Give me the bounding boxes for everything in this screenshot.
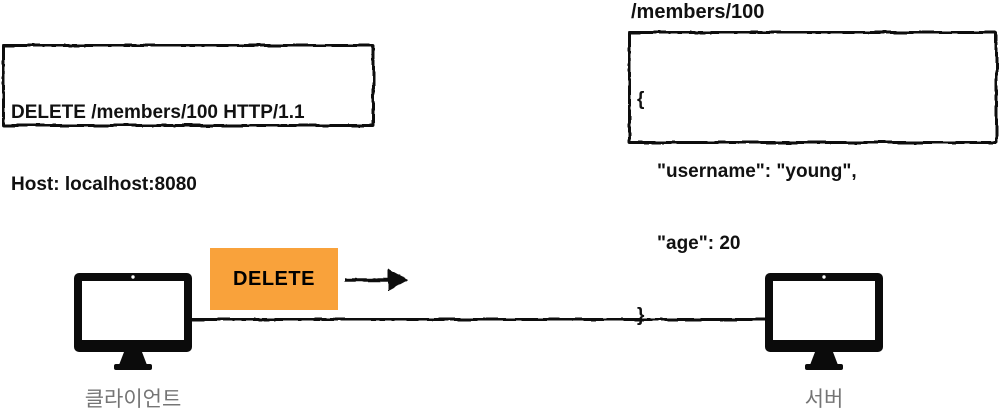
http-host-line: Host: localhost:8080 — [11, 174, 197, 195]
json-close-brace: } — [637, 305, 645, 326]
json-username-line: "username": "young", — [657, 161, 857, 182]
server-monitor-icon — [765, 273, 883, 370]
request-arrow-icon — [345, 269, 408, 291]
connection-line — [192, 318, 767, 321]
json-open-brace: { — [637, 89, 645, 110]
client-monitor-icon — [74, 273, 192, 370]
json-age-line: "age": 20 — [657, 233, 741, 254]
resource-path-label: /members/100 — [631, 1, 765, 23]
delete-method-label: DELETE — [233, 267, 315, 290]
http-request-box: DELETE /members/100 HTTP/1.1 Host: local… — [2, 44, 375, 195]
server-label: 서버 — [804, 388, 844, 411]
delete-method-box: DELETE — [210, 248, 338, 310]
client-label: 클라이언트 — [84, 388, 182, 411]
resource-body-box: { "username": "young", "age": 20 } — [628, 31, 998, 326]
http-request-line: DELETE /members/100 HTTP/1.1 — [11, 102, 305, 123]
